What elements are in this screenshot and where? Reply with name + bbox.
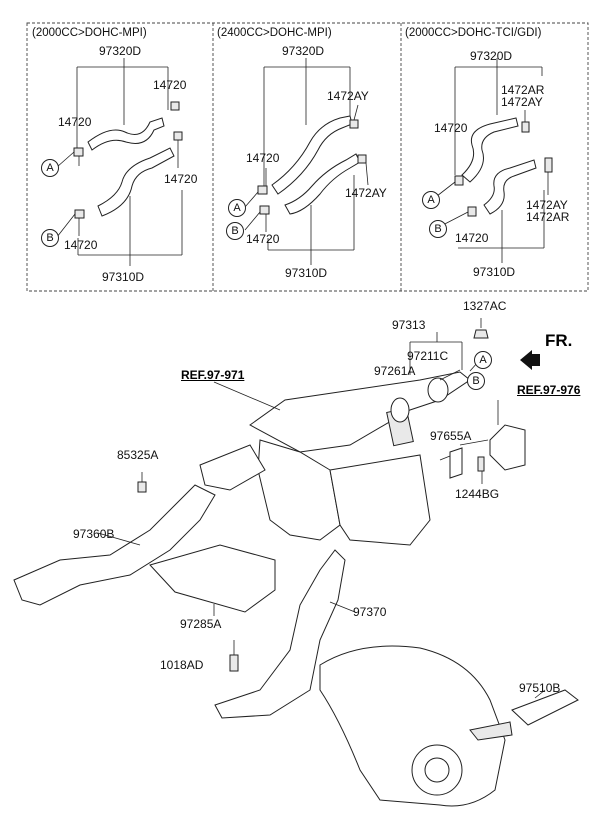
part-label-97360b: 97360B bbox=[73, 527, 115, 541]
part-label-97261a: 97261A bbox=[374, 364, 416, 378]
panel-3-drawing bbox=[436, 58, 553, 263]
panel-1-clamp-label: 14720 bbox=[64, 238, 98, 252]
panel-3-top-label: 97320D bbox=[470, 49, 513, 63]
panel-3-clamp-label: 1472AY bbox=[501, 95, 543, 109]
ref-right: REF.97-976 bbox=[517, 383, 581, 397]
panel-2-bottom-label: 97310D bbox=[285, 266, 328, 280]
panel-2-clamp-label: 1472AY bbox=[345, 186, 387, 200]
marker-b: B bbox=[467, 372, 485, 390]
marker-a: A bbox=[422, 191, 440, 209]
panel-1-drawing bbox=[56, 58, 183, 266]
part-label-1327ac: 1327AC bbox=[463, 299, 507, 313]
part-label-85325a: 85325A bbox=[117, 448, 159, 462]
panel-2-header: (2400CC>DOHC-MPI) bbox=[217, 27, 332, 39]
marker-a: A bbox=[41, 159, 59, 177]
front-arrow-shape bbox=[520, 350, 540, 370]
panel-2-clamp-label: 1472AY bbox=[327, 89, 369, 103]
part-label-1244bg: 1244BG bbox=[455, 487, 500, 501]
panel-2-drawing bbox=[244, 58, 369, 265]
main-assembly-drawing bbox=[13, 318, 579, 807]
front-label: FR. bbox=[545, 331, 573, 350]
panel-2-clamp-label: 14720 bbox=[246, 232, 280, 246]
part-label-97510b: 97510B bbox=[519, 681, 561, 695]
panel-1-bottom-label: 97310D bbox=[102, 270, 145, 284]
panel-1-header: (2000CC>DOHC-MPI) bbox=[32, 27, 147, 39]
ref-left: REF.97-971 bbox=[181, 368, 245, 382]
marker-b: B bbox=[429, 220, 447, 238]
panel-3-bottom-label: 97310D bbox=[473, 265, 516, 279]
part-label-97313: 97313 bbox=[392, 318, 426, 332]
detail-frame bbox=[26, 22, 589, 292]
panel-3-clamp-label: 1472AR bbox=[526, 210, 570, 224]
panel-3-header: (2000CC>DOHC-TCI/GDI) bbox=[405, 27, 542, 39]
part-label-1018ad: 1018AD bbox=[160, 658, 204, 672]
part-label-97655a: 97655A bbox=[430, 429, 472, 443]
panel-1-clamp-label: 14720 bbox=[58, 115, 92, 129]
part-label-97211c: 97211C bbox=[407, 349, 449, 363]
part-label-97285a: 97285A bbox=[180, 617, 222, 631]
panel-3-clamp-label: 14720 bbox=[434, 121, 468, 135]
part-label-97370: 97370 bbox=[353, 605, 387, 619]
panel-3-clamp-label: 14720 bbox=[455, 231, 489, 245]
panel-3-clamp-label: 1472AR bbox=[501, 83, 545, 97]
marker-a: A bbox=[228, 199, 246, 217]
panel-1-clamp-label: 14720 bbox=[153, 78, 187, 92]
panel-1-top-label: 97320D bbox=[99, 44, 142, 58]
marker-b: B bbox=[226, 222, 244, 240]
panel-2-clamp-label: 14720 bbox=[246, 151, 280, 165]
panel-2-top-label: 97320D bbox=[282, 44, 325, 58]
marker-b: B bbox=[41, 229, 59, 247]
panel-3-clamp-label: 1472AY bbox=[526, 198, 568, 212]
panel-1-clamp-label: 14720 bbox=[164, 172, 198, 186]
marker-a: A bbox=[474, 351, 492, 369]
